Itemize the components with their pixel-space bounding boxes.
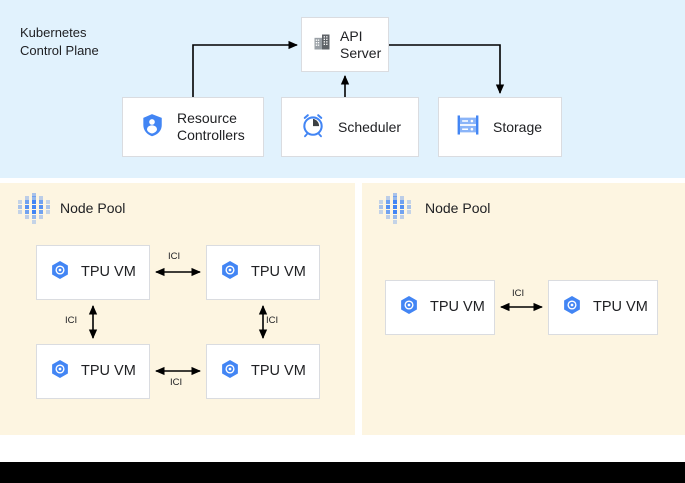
- tpu-vm-box[interactable]: TPU VM: [36, 344, 150, 399]
- tpu-vm-box[interactable]: TPU VM: [36, 245, 150, 300]
- server-rack-icon: [455, 112, 481, 143]
- node-cluster-icon: [375, 190, 417, 237]
- node-cluster-icon: [14, 190, 56, 237]
- node-pool-left-title: Node Pool: [60, 200, 126, 216]
- tpu-vm-label: TPU VM: [251, 263, 306, 280]
- ici-link-label: ICI: [266, 315, 279, 326]
- tpu-hex-icon: [561, 294, 583, 321]
- tpu-hex-icon: [398, 294, 420, 321]
- scheduler-label: Scheduler: [338, 118, 402, 135]
- tpu-vm-label: TPU VM: [81, 263, 136, 280]
- resource-controllers-label: Resource Controllers: [177, 110, 245, 143]
- api-server-label: API Server: [340, 27, 382, 61]
- bottom-bar: [0, 462, 685, 483]
- tpu-hex-icon: [49, 259, 71, 286]
- building-icon: [312, 32, 332, 57]
- ici-link-label: ICI: [170, 377, 183, 388]
- storage-box[interactable]: Storage: [438, 97, 562, 157]
- ici-link-label: ICI: [65, 315, 78, 326]
- alarm-clock-icon: [300, 112, 326, 143]
- tpu-vm-label: TPU VM: [81, 362, 136, 379]
- tpu-vm-label: TPU VM: [251, 362, 306, 379]
- tpu-hex-icon: [49, 358, 71, 385]
- tpu-vm-box[interactable]: TPU VM: [548, 280, 658, 335]
- tpu-vm-box[interactable]: TPU VM: [206, 344, 320, 399]
- tpu-vm-box[interactable]: TPU VM: [206, 245, 320, 300]
- tpu-hex-icon: [219, 358, 241, 385]
- storage-label: Storage: [493, 118, 543, 135]
- scheduler-box[interactable]: Scheduler: [281, 97, 419, 157]
- ici-link-label: ICI: [168, 251, 181, 262]
- tpu-vm-box[interactable]: TPU VM: [385, 280, 495, 335]
- shield-person-icon: [139, 112, 165, 143]
- api-server-box[interactable]: API Server: [301, 17, 389, 72]
- ici-link-label: ICI: [512, 288, 525, 299]
- resource-controllers-box[interactable]: Resource Controllers: [122, 97, 264, 157]
- tpu-vm-label: TPU VM: [430, 298, 485, 315]
- tpu-vm-label: TPU VM: [593, 298, 648, 315]
- node-pool-right-title: Node Pool: [425, 200, 491, 216]
- tpu-hex-icon: [219, 259, 241, 286]
- control-plane-title: Kubernetes Control Plane: [20, 25, 99, 58]
